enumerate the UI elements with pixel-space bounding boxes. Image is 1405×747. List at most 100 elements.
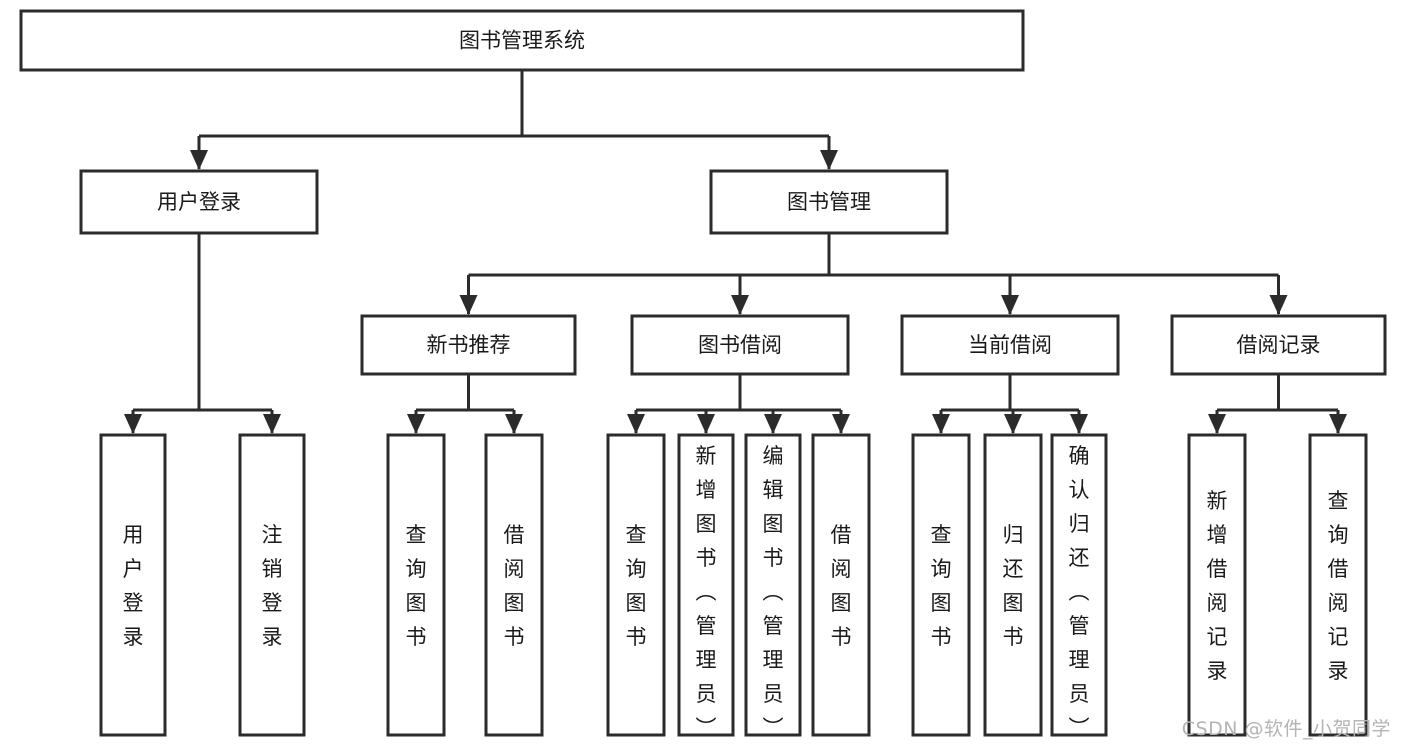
connectors-layer (124, 70, 1347, 434)
node-leaf-return-book-label-char: 书 (1003, 625, 1024, 649)
node-current-borrow-label: 当前借阅 (968, 333, 1052, 357)
node-leaf-borrow-book-2-box (811, 433, 871, 737)
node-leaf-user-login-label-char: 用 (123, 523, 144, 547)
node-leaf-borrow-book-2-label-char: 书 (831, 625, 852, 649)
node-leaf-user-login-label-char: 录 (123, 625, 144, 649)
node-leaf-borrow-book-1-label-char: 阅 (504, 557, 525, 581)
node-leaf-add-record-label-char: 阅 (1207, 591, 1228, 615)
node-leaf-query-book-2-label-char: 图 (626, 591, 647, 615)
node-leaf-query-book-3-label-char: 询 (931, 557, 952, 581)
node-leaf-add-book-label-char: 图 (696, 512, 717, 536)
node-leaf-borrow-book-1-label-char: 书 (504, 625, 525, 649)
node-leaf-user-login-box (99, 433, 167, 737)
node-leaf-borrow-book-1-label-char: 借 (504, 523, 525, 547)
node-leaf-add-record-label-char: 录 (1207, 659, 1228, 683)
node-leaf-confirm-return-label-char: 还 (1069, 546, 1090, 570)
node-leaf-return-book-label-char: 图 (1003, 591, 1024, 615)
node-leaf-edit-book-label-char: 图 (763, 512, 784, 536)
node-user-login-label: 用户登录 (157, 190, 241, 214)
node-leaf-add-book-label-char: 理 (696, 648, 717, 672)
node-leaf-query-record-label-char: 录 (1328, 659, 1349, 683)
node-leaf-query-record-box (1308, 433, 1368, 737)
node-leaf-add-book-label-char: 员 (696, 682, 717, 706)
node-leaf-user-login-label-char: 户 (123, 557, 144, 581)
node-leaf-logout-label-char: 销 (262, 557, 283, 581)
node-user-login[interactable]: 用户登录 (79, 169, 319, 235)
node-book-borrow-label: 图书借阅 (698, 333, 782, 357)
node-leaf-borrow-book-2-label-char: 借 (831, 523, 852, 547)
node-current-borrow[interactable]: 当前借阅 (900, 314, 1120, 376)
node-leaf-confirm-return-label-char: ︶ (1069, 716, 1090, 740)
node-user-login-box (79, 169, 319, 235)
node-borrow-record-label: 借阅记录 (1237, 333, 1321, 357)
node-leaf-query-book-3-label-char: 图 (931, 591, 952, 615)
node-leaf-query-record-label-char: 记 (1328, 625, 1349, 649)
node-leaf-confirm-return-box (1050, 433, 1108, 737)
node-leaf-query-record-label-char: 阅 (1328, 591, 1349, 615)
node-new-book-rec[interactable]: 新书推荐 (360, 314, 577, 376)
node-leaf-query-record-label-char: 查 (1328, 489, 1349, 513)
node-leaf-query-book-1-label-char: 书 (406, 625, 427, 649)
node-root[interactable]: 图书管理系统 (19, 9, 1025, 72)
node-leaf-query-book-3-label-char: 书 (931, 625, 952, 649)
node-leaf-add-book-label-char: 新 (696, 444, 717, 468)
node-leaf-confirm-return-label-char: 认 (1069, 478, 1090, 502)
node-leaf-add-book-box (677, 433, 735, 737)
node-leaf-edit-book-label-char: 管 (763, 614, 784, 638)
node-leaf-query-book-3-label-char: 查 (931, 523, 952, 547)
node-leaf-confirm-return-label-char: 确 (1069, 444, 1090, 468)
arrow-head-icon (1329, 414, 1347, 434)
node-leaf-confirm-return-label-char: 员 (1069, 682, 1090, 706)
arrow-head-icon (190, 150, 208, 170)
arrow-head-icon (764, 414, 782, 434)
node-leaf-query-book-1-label-char: 图 (406, 591, 427, 615)
arrow-head-icon (1208, 414, 1226, 434)
node-leaf-edit-book-label-char: 编 (763, 444, 784, 468)
node-leaf-user-login-label-char: 登 (123, 591, 144, 615)
node-leaf-return-book-label-char: 还 (1003, 557, 1024, 581)
arrow-head-icon (832, 414, 850, 434)
node-leaf-add-book-label-char: 书 (696, 546, 717, 570)
node-leaf-edit-book-label-char: ︶ (763, 716, 784, 740)
node-book-manage[interactable]: 图书管理 (709, 169, 949, 235)
node-leaf-query-book-2-label-char: 查 (626, 523, 647, 547)
node-leaf-logout-label-char: 登 (262, 591, 283, 615)
node-new-book-rec-label: 新书推荐 (427, 333, 511, 357)
node-book-manage-label: 图书管理 (787, 190, 871, 214)
node-leaf-add-record-label-char: 新 (1207, 489, 1228, 513)
node-leaf-user-login[interactable]: 用户登录 (99, 433, 167, 737)
node-book-borrow[interactable]: 图书借阅 (630, 314, 850, 376)
node-leaf-query-book-3-box (911, 433, 971, 737)
arrow-head-icon (124, 414, 142, 434)
node-borrow-record[interactable]: 借阅记录 (1170, 314, 1387, 376)
arrow-head-icon (505, 414, 523, 434)
node-leaf-add-book-label-char: ︵ (696, 580, 717, 604)
node-leaf-edit-book-label-char: 员 (763, 682, 784, 706)
node-leaf-borrow-book-2-label-char: 图 (831, 591, 852, 615)
node-leaf-logout-box (238, 433, 306, 737)
arrow-head-icon (1004, 414, 1022, 434)
node-book-manage-box (709, 169, 949, 235)
node-leaf-add-book-label-char: 管 (696, 614, 717, 638)
arrow-head-icon (731, 295, 749, 315)
arrow-head-icon (820, 150, 838, 170)
node-leaf-add-book-label-char: ︶ (696, 716, 717, 740)
arrow-head-icon (1070, 414, 1088, 434)
node-leaf-edit-book-label-char: 书 (763, 546, 784, 570)
node-leaf-borrow-book-2-label-char: 阅 (831, 557, 852, 581)
node-leaf-logout-label-char: 注 (262, 523, 283, 547)
